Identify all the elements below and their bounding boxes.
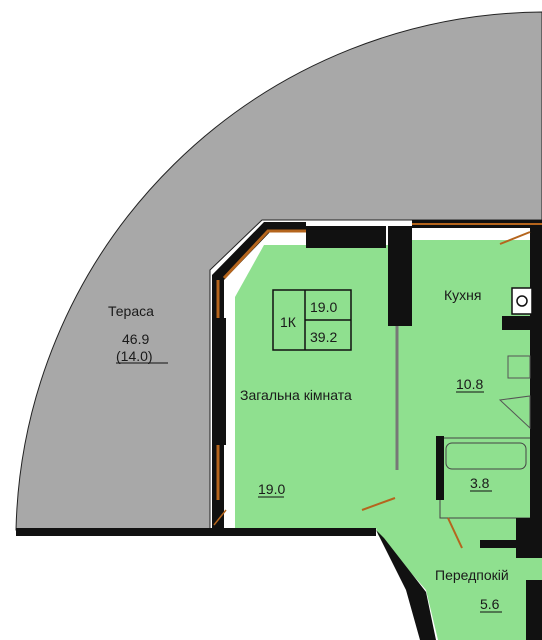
door-bath: [447, 517, 463, 549]
hallway-area-value: 5.6: [480, 596, 500, 612]
living-room-name: Загальна кімната: [240, 387, 352, 403]
stove: [511, 287, 533, 315]
corner-cabinet: [498, 395, 531, 430]
apartment-living-area: 19.0: [310, 299, 337, 315]
partition-wall-upper: [388, 226, 412, 326]
bathroom-area-value: 3.8: [470, 475, 490, 491]
bathroom-wall-bottom: [480, 540, 520, 548]
terrace-name: Тераса: [108, 303, 154, 319]
kitchen-area-value: 10.8: [456, 376, 483, 392]
bathtub: [445, 442, 527, 470]
apartment-type: 1К: [280, 314, 297, 330]
terrace-area-value: 46.9: [122, 331, 149, 347]
apartment-badge: 1К 19.0 39.2: [272, 289, 352, 351]
kitchen-right-niche: [502, 316, 542, 330]
living-room-area-value: 19.0: [258, 481, 285, 497]
terrace-area-reduced: (14.0): [116, 348, 153, 364]
terrace-area: [15, 11, 542, 531]
top-wall-mid: [306, 226, 386, 248]
kitchen-right-wall: [530, 228, 542, 548]
door-living: [361, 497, 396, 511]
living-room-outer-wall: [212, 222, 306, 530]
hallway-wall-left: [376, 530, 436, 640]
hallway-wall-right: [526, 580, 542, 640]
terrace-bottom-wall: [16, 528, 376, 536]
window-top: [222, 229, 306, 280]
apartment-total-area: 39.2: [310, 329, 337, 345]
hallway-name: Передпокій: [435, 567, 509, 583]
stove-burner-icon: [516, 295, 528, 307]
sink: [507, 355, 531, 379]
bathroom-wall-right: [516, 518, 542, 558]
bathroom-wall-left: [436, 436, 444, 500]
left-wall-segment: [212, 318, 226, 445]
kitchen-name: Кухня: [444, 287, 481, 303]
door-kitchen: [499, 231, 531, 245]
door-terrace: [213, 509, 227, 526]
